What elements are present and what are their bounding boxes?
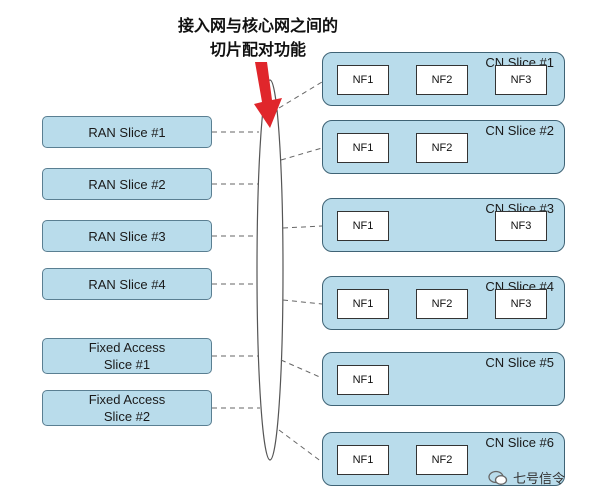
slice-label: RAN Slice #2 [88, 176, 166, 192]
connector-right-4 [282, 299, 323, 305]
nf-box: NF2 [416, 445, 468, 475]
watermark-text: 七号信令 [513, 472, 566, 487]
nf-box: NF1 [337, 211, 389, 241]
connector-right-3 [282, 225, 323, 229]
slice-label-line-2: Slice #2 [103, 409, 151, 424]
ran-slice-2: RAN Slice #2 [42, 168, 212, 200]
cn-connectors [278, 81, 323, 463]
connector-right-1 [278, 81, 323, 109]
connector-right-6 [278, 429, 323, 463]
cn-slice-title: CN Slice #5 [485, 355, 554, 370]
ran-connectors [212, 131, 260, 409]
nf-box: NF1 [337, 65, 389, 95]
nf-box: NF3 [495, 211, 547, 241]
callout-line-2: 切片配对功能 [209, 40, 306, 59]
cn-slice-3: CN Slice #3 NF1 NF3 [322, 198, 565, 252]
fixed-access-slice-1: Fixed Access Slice #1 [42, 338, 212, 374]
ran-slice-4: RAN Slice #4 [42, 268, 212, 300]
wechat-icon [488, 470, 508, 485]
slice-label-line-1: Fixed Access [88, 340, 166, 355]
callout-line-1: 接入网与核心网之间的 [177, 16, 338, 35]
slice-label-line-1: Fixed Access [88, 392, 166, 407]
ran-slice-3: RAN Slice #3 [42, 220, 212, 252]
cn-slice-6: CN Slice #6 NF1 NF2 [322, 432, 565, 486]
slice-label: RAN Slice #4 [88, 276, 166, 292]
connector-right-5 [280, 359, 323, 379]
fixed-access-slice-2: Fixed Access Slice #2 [42, 390, 212, 426]
cn-slice-4: CN Slice #4 NF1 NF2 NF3 [322, 276, 565, 330]
nf-box: NF2 [416, 65, 468, 95]
nf-box: NF2 [416, 133, 468, 163]
connector-right-2 [280, 147, 323, 161]
nf-box: NF2 [416, 289, 468, 319]
slice-label: RAN Slice #1 [88, 124, 166, 140]
slice-label: RAN Slice #3 [88, 228, 166, 244]
pairing-function-ellipse [256, 79, 284, 461]
ran-slice-1: RAN Slice #1 [42, 116, 212, 148]
pairing-callout-text: 接入网与核心网之间的 切片配对功能 [148, 14, 368, 62]
nf-box: NF1 [337, 133, 389, 163]
cn-slice-5: CN Slice #5 NF1 [322, 352, 565, 406]
cn-slice-1: CN Slice #1 NF1 NF2 NF3 [322, 52, 565, 106]
watermark: 七号信令 [488, 468, 565, 487]
callout-arrow-icon [254, 62, 282, 128]
nf-box: NF3 [495, 289, 547, 319]
cn-slice-title: CN Slice #6 [485, 435, 554, 450]
nf-box: NF1 [337, 365, 389, 395]
slice-label-line-2: Slice #1 [103, 357, 151, 372]
nf-box: NF1 [337, 289, 389, 319]
cn-slice-title: CN Slice #2 [485, 123, 554, 138]
cn-slice-2: CN Slice #2 NF1 NF2 [322, 120, 565, 174]
nf-box: NF3 [495, 65, 547, 95]
nf-box: NF1 [337, 445, 389, 475]
